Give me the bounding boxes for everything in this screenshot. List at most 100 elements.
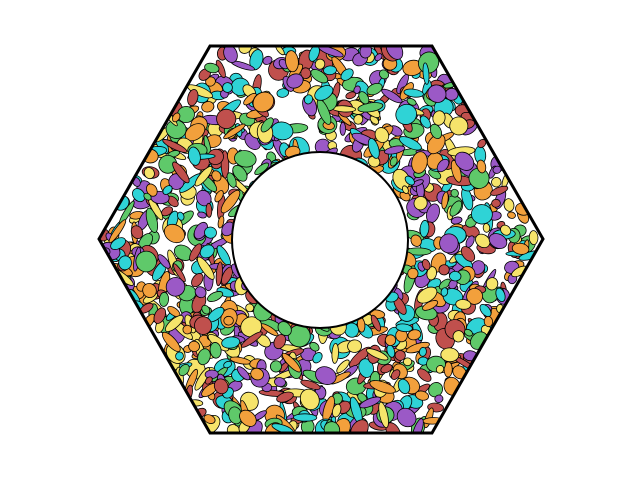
pebble [460,246,476,262]
pebble [281,352,301,373]
pebble [145,183,158,197]
pebble [277,321,292,337]
pebble [403,357,413,367]
pebble [449,200,463,217]
pebble [485,277,499,291]
pebble [350,419,369,433]
pebble [385,46,404,60]
pebble [471,204,493,225]
pebble [172,112,181,123]
pebble [432,110,446,126]
pebble [196,256,215,280]
pebble [482,223,491,233]
pebble [511,242,530,255]
pebble [299,388,320,411]
pebble [269,360,283,373]
pebble [238,46,252,54]
pebble-fill [99,46,543,433]
pebble [366,348,389,361]
pebble [410,234,422,247]
pebble [197,211,207,219]
pebble [389,156,398,167]
pebble [419,219,430,238]
pebble [488,233,508,249]
pebble [310,69,329,84]
pebble [503,198,515,212]
pebble [187,89,199,107]
pebble [312,352,323,364]
pebble [491,177,502,188]
pebble [479,303,492,318]
pebble [397,378,411,395]
pebble [491,198,501,208]
pebble [211,170,222,182]
pebble [490,185,509,196]
pebble [172,161,190,184]
pebble [403,88,424,98]
pebble [143,192,152,201]
pebble [182,324,193,335]
pebble [143,167,155,180]
pebble [308,46,320,62]
pebble [353,114,364,125]
pebble [435,365,445,374]
pebble [378,69,390,80]
pebble [395,103,417,125]
pebble [163,223,186,244]
pebble [396,407,417,428]
pebble [367,138,380,159]
pebble [205,202,213,218]
center-hole [231,151,409,329]
pebble [359,46,373,59]
pebble [395,323,413,333]
pebble [347,339,362,353]
pebble [260,323,279,337]
pebble [201,304,211,315]
pebble [262,55,273,65]
pebble [204,62,220,74]
pebble [194,165,213,187]
pebble [223,46,238,64]
pebble [199,244,215,259]
pebble [483,315,494,328]
pebble [468,167,490,189]
pebble [240,331,263,348]
pebble [415,390,429,401]
pebble [157,254,171,269]
pebble [416,286,438,304]
pebble [162,139,188,153]
pebble [528,230,539,245]
pebble [366,82,383,96]
pebble [188,340,200,353]
pebble [426,266,437,281]
pebble [450,216,463,225]
pebble [374,127,390,144]
pebble [378,401,389,429]
pebble [304,94,313,105]
pebble [421,258,431,271]
pebble [188,146,201,166]
pebble [118,255,132,271]
pebble [332,403,342,418]
pebble [173,263,186,283]
pebble [369,380,396,394]
pebble [452,330,465,343]
pebble [438,278,451,290]
pebble [398,136,422,151]
pebble [142,283,157,298]
pebble [293,413,318,422]
pebble [426,133,446,155]
pebble [381,88,403,104]
pebble [203,414,216,424]
pebble [223,315,234,326]
pebble [177,211,185,221]
pebble [475,233,491,249]
pebble [165,277,186,297]
pebble [449,270,462,282]
pebble [135,250,157,273]
pebble [357,102,384,113]
pebble [217,215,225,229]
pebble [407,329,422,341]
pebble [300,379,321,390]
